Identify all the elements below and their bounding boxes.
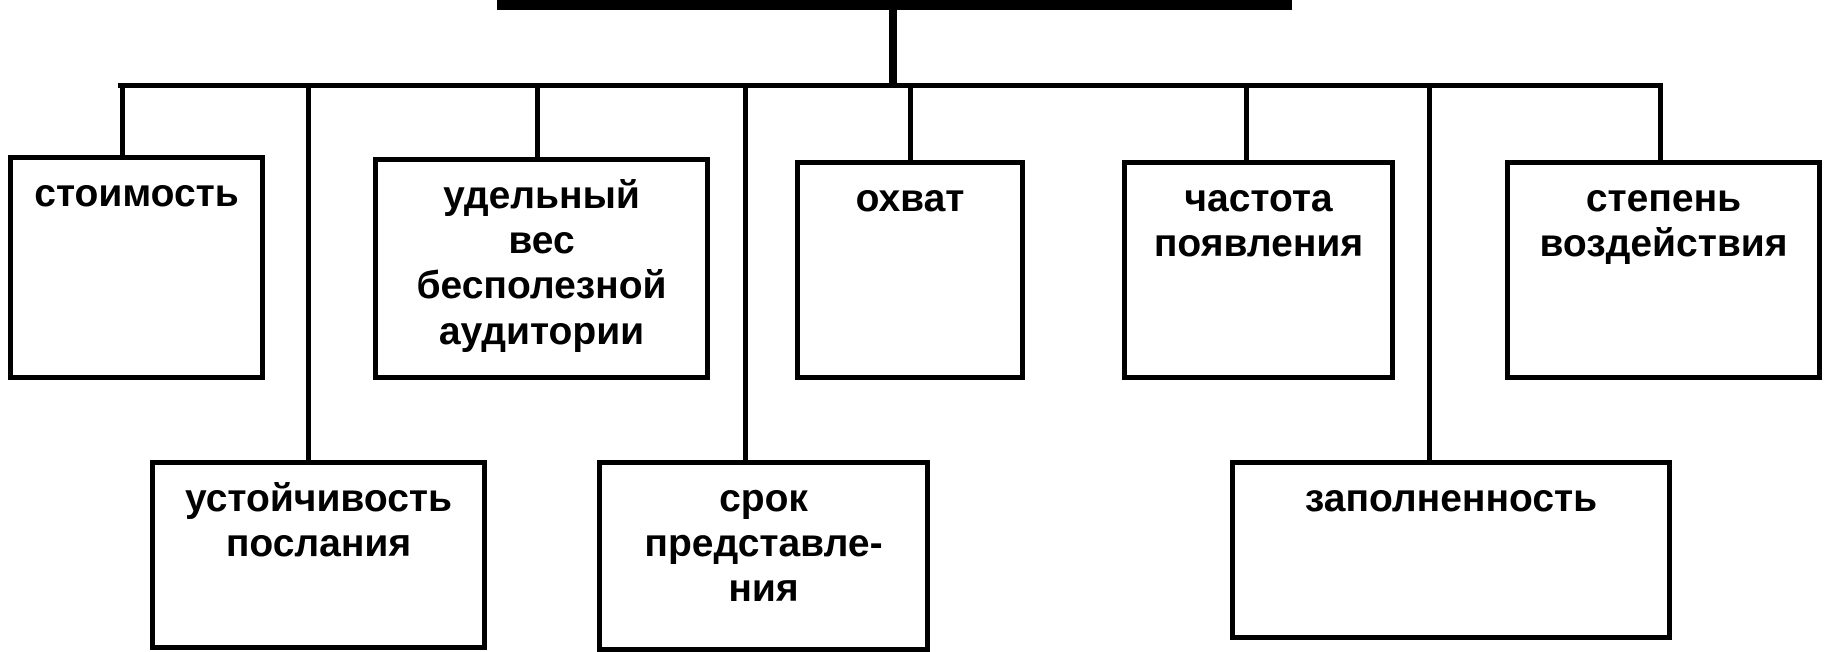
- node-zapolnennost: заполненность: [1230, 460, 1672, 640]
- connector-drop-udelnyy-ves: [535, 85, 540, 161]
- node-zapolnennost-label: заполненность: [1304, 477, 1598, 520]
- node-stoimost: стоимость: [8, 155, 265, 380]
- main-horizontal-connector: [118, 83, 1663, 88]
- connector-drop-stepen: [1658, 85, 1663, 164]
- node-udelnyy-ves: удельный вес бесполезной аудитории: [373, 157, 710, 380]
- connector-drop-ustoychivost: [306, 85, 311, 464]
- node-stepen-label: степень воздействия: [1539, 177, 1788, 266]
- connector-drop-chastota: [1244, 85, 1249, 164]
- connector-drop-srok: [743, 85, 748, 464]
- root-connector-vertical: [889, 8, 897, 88]
- node-stoimost-label: стоимость: [34, 172, 239, 215]
- connector-drop-zapolnennost: [1427, 85, 1432, 464]
- node-srok: срок представле- ния: [597, 460, 930, 652]
- root-box-bottom-edge: [497, 0, 1292, 10]
- node-srok-label: срок представле- ния: [644, 477, 883, 611]
- connector-drop-okhvat: [908, 85, 913, 164]
- node-ustoychivost-label: устойчивость послания: [185, 477, 452, 566]
- node-chastota: частота появления: [1122, 160, 1395, 380]
- node-udelnyy-ves-label: удельный вес бесполезной аудитории: [416, 174, 667, 353]
- connector-drop-stoimost: [120, 85, 125, 159]
- node-chastota-label: частота появления: [1153, 177, 1364, 266]
- node-stepen: степень воздействия: [1505, 160, 1822, 380]
- node-okhvat-label: охват: [855, 177, 965, 220]
- node-ustoychivost: устойчивость послания: [150, 460, 487, 650]
- node-okhvat: охват: [795, 160, 1025, 380]
